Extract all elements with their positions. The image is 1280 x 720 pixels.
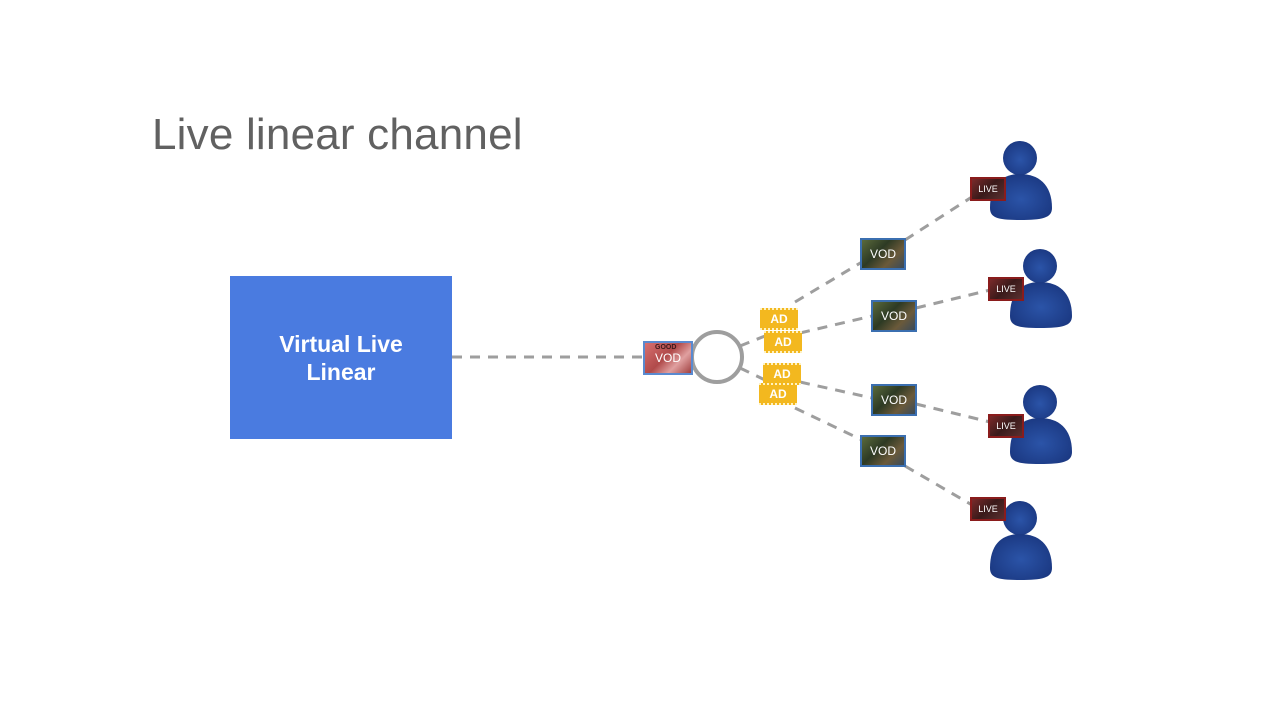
live-clip-3: LIVE	[988, 414, 1024, 438]
source-vod-label: VOD	[655, 351, 681, 365]
vod-clip-4: VOD	[860, 435, 906, 467]
ad-segment-2: AD	[764, 331, 802, 353]
virtual-live-linear-box: Virtual Live Linear	[230, 276, 452, 439]
source-vod-clip: GOOD VOD	[643, 341, 693, 375]
live-clip-4: LIVE	[970, 497, 1006, 521]
distribution-node	[692, 332, 742, 382]
source-label-line1: Virtual Live	[279, 330, 403, 358]
live-clip-1: LIVE	[970, 177, 1006, 201]
source-label-line2: Linear	[279, 358, 403, 386]
vod-clip-1: VOD	[860, 238, 906, 270]
vod-clip-3: VOD	[871, 384, 917, 416]
ad-segment-3: AD	[763, 363, 801, 385]
ad-segment-1: AD	[760, 308, 798, 330]
source-clip-tag: GOOD	[655, 344, 676, 351]
ad-segment-4: AD	[759, 383, 797, 405]
live-clip-2: LIVE	[988, 277, 1024, 301]
vod-clip-2: VOD	[871, 300, 917, 332]
